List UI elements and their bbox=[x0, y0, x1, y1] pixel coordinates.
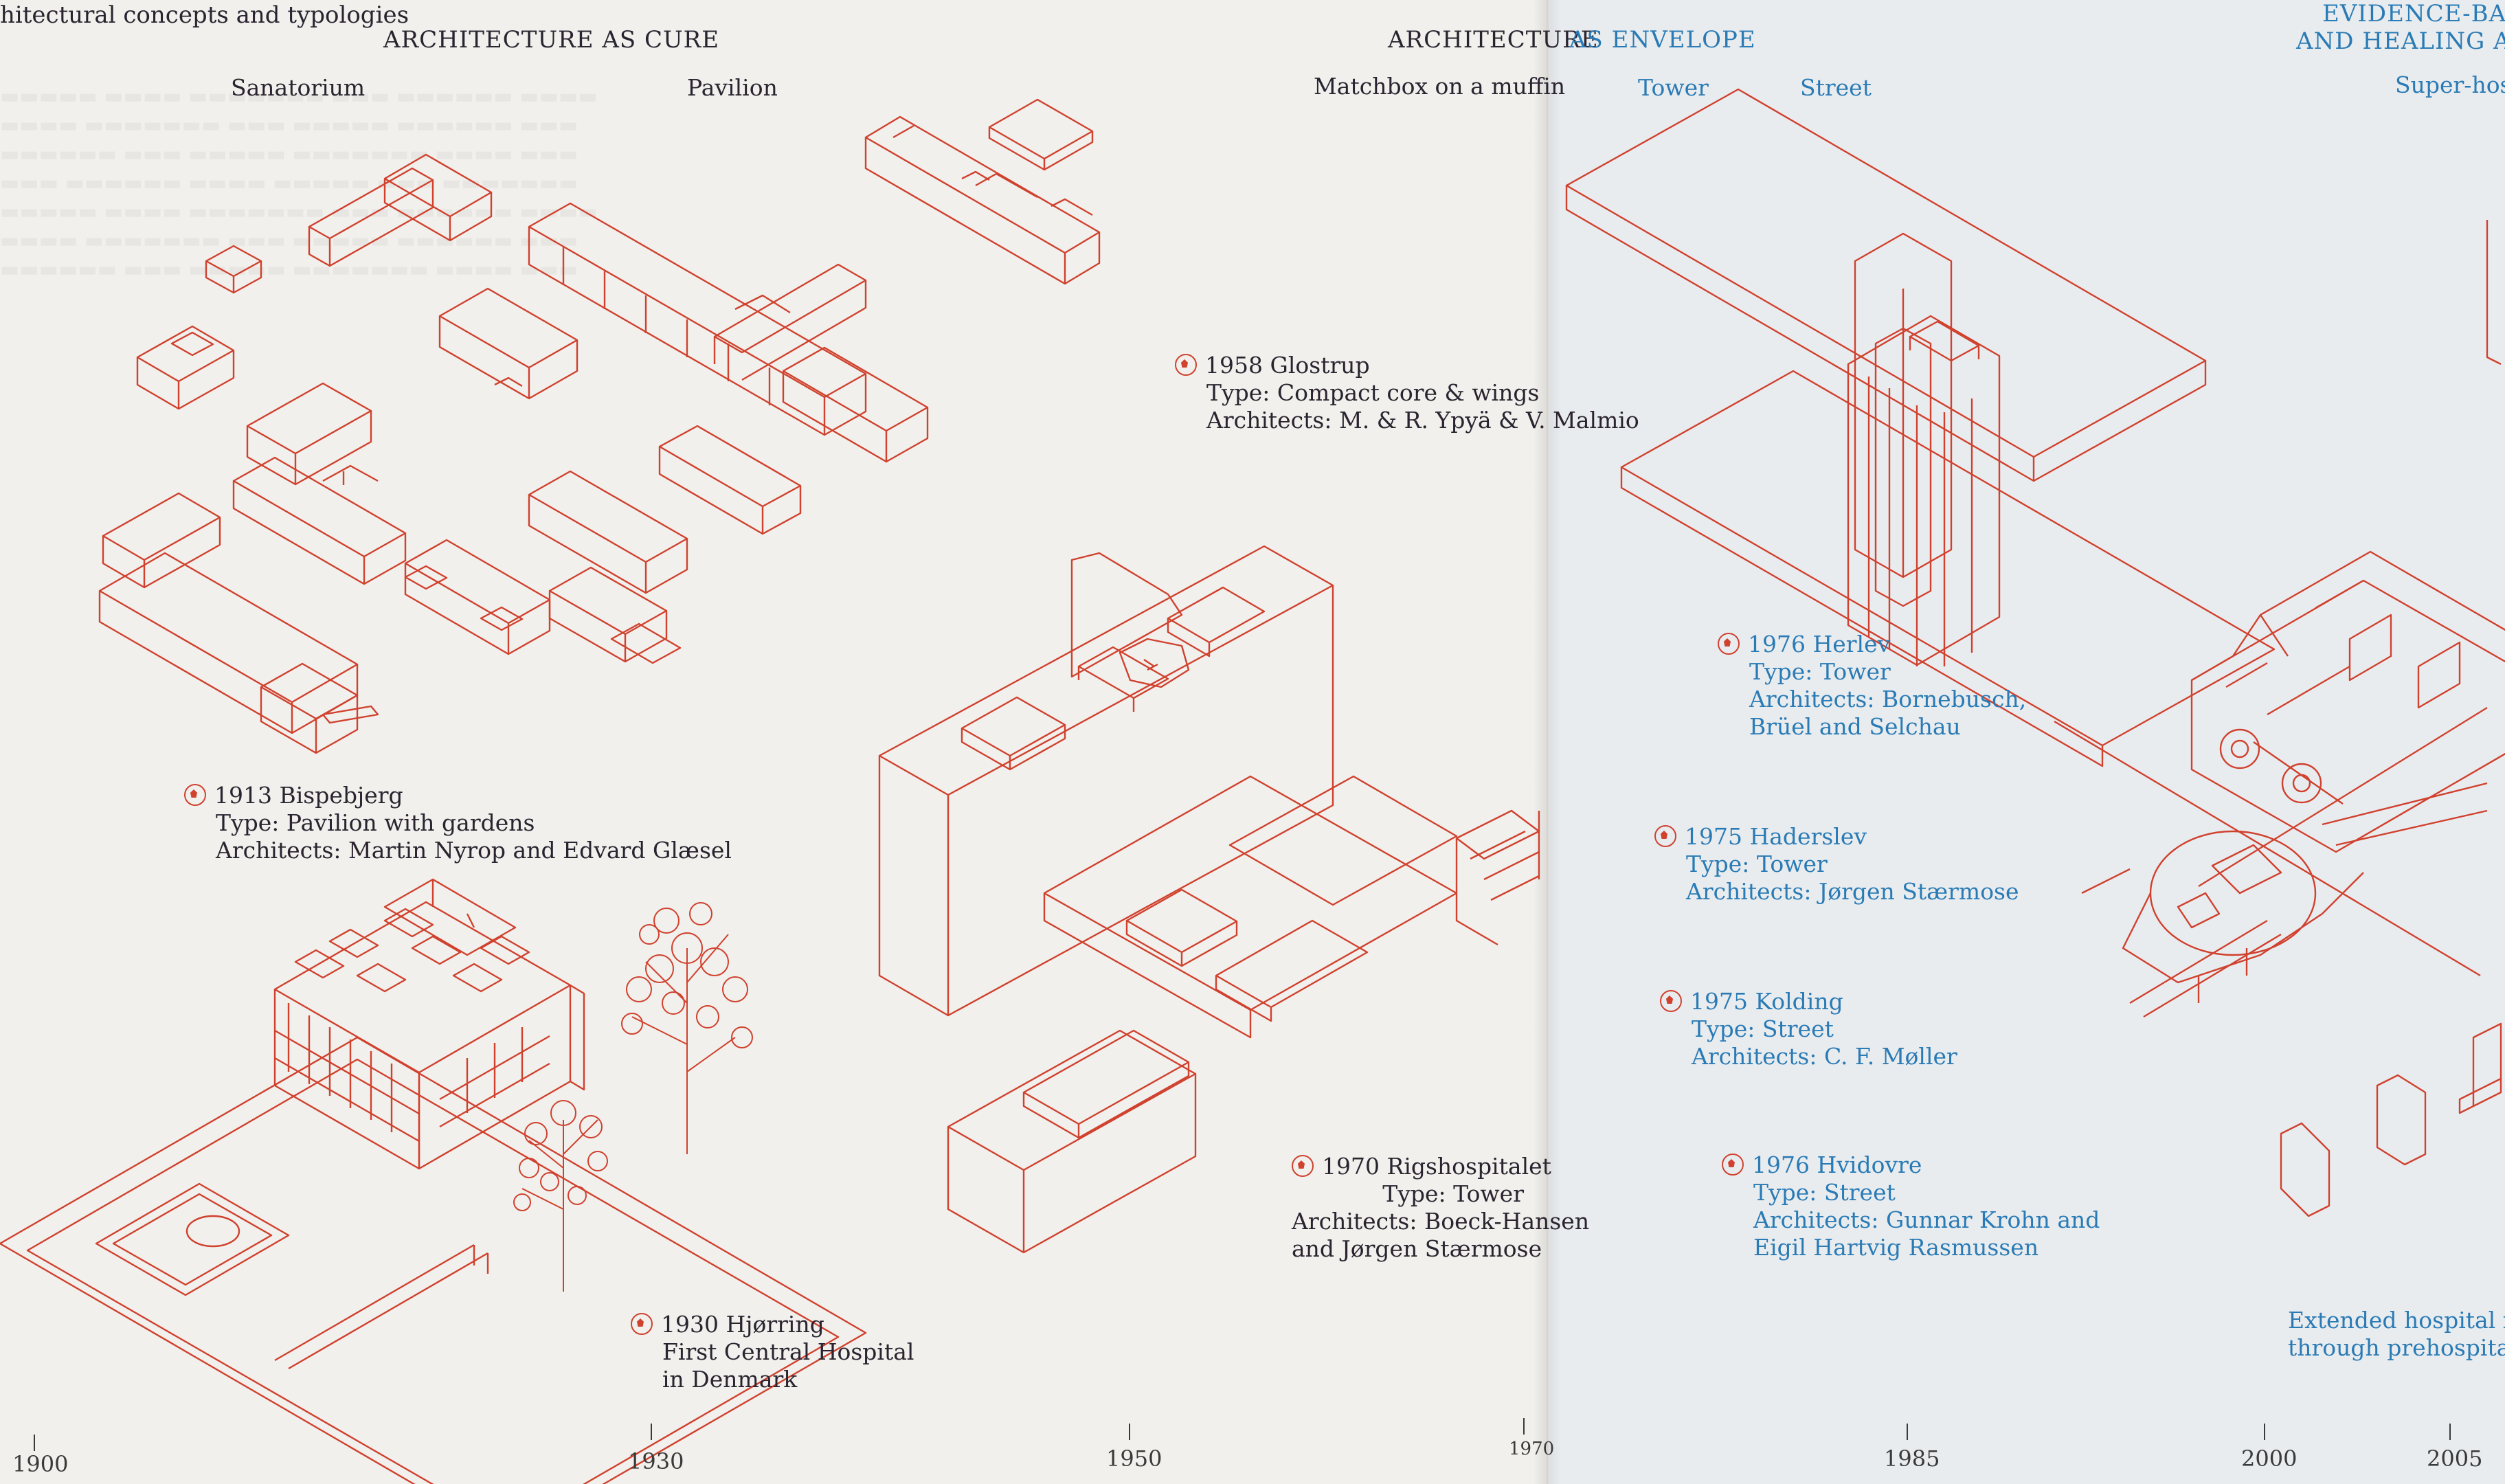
card-architects: Architects: M. & R. Ypyä & V. Malmio bbox=[1206, 407, 1639, 434]
card-title: 1913 Bispebjerg bbox=[214, 782, 403, 809]
show-through-texture-left: ▬▬▬▬▬ ▬▬▬▬ ▬▬▬▬▬▬▬ ▬▬▬ ▬▬▬▬▬▬ ▬▬▬▬ ▬▬▬▬ … bbox=[0, 85, 598, 282]
card-architects: Architects: C. F. Møller bbox=[1692, 1043, 1957, 1070]
timeline-1900: 1900 bbox=[12, 1451, 69, 1477]
hospital-pin-icon bbox=[1722, 1154, 1744, 1176]
section-evidence-heading-2: AND HEALING ARC bbox=[2296, 27, 2505, 55]
card-extended-infrastructure: Extended hospital infr through prehospit… bbox=[2288, 1307, 2505, 1362]
timeline-ticks bbox=[34, 1418, 2451, 1451]
typology-superhosp: Super-hosp bbox=[2395, 71, 2505, 98]
section-evidence-heading-1: EVIDENCE-BASE bbox=[2322, 0, 2505, 27]
card-title: 1976 Hvidovre bbox=[1752, 1151, 1922, 1178]
card-title: 1975 Kolding bbox=[1690, 988, 1843, 1015]
hospital-pin-icon bbox=[184, 784, 206, 806]
glostrup-rigshospitalet-blocks bbox=[878, 545, 1540, 1254]
section-cure-heading: ARCHITECTURE AS CURE bbox=[383, 26, 720, 54]
card-subtitle: First Central Hospital bbox=[662, 1338, 914, 1365]
tower-street-diagram bbox=[1565, 88, 2276, 767]
typology-pavilion: Pavilion bbox=[687, 74, 778, 101]
card-title: 1976 Herlev bbox=[1748, 631, 1891, 657]
card-architects-2: Eigil Hartvig Rasmussen bbox=[1753, 1234, 2039, 1261]
card-type: Type: Street bbox=[1753, 1179, 1896, 1206]
typology-sanatorium: Sanatorium bbox=[231, 74, 366, 101]
typology-tower: Tower bbox=[1638, 74, 1709, 101]
card-haderslev: 1975 Haderslev Type: Tower Architects: J… bbox=[1654, 823, 2019, 906]
hospital-pin-icon bbox=[1660, 990, 1682, 1012]
hospital-pin-icon bbox=[1718, 633, 1740, 655]
card-subtitle-2: in Denmark bbox=[662, 1366, 798, 1393]
card-title: 1975 Haderslev bbox=[1685, 823, 1867, 850]
timeline-2005: 2005 bbox=[2427, 1446, 2483, 1472]
typology-street: Street bbox=[1800, 74, 1872, 101]
card-hvidovre: 1976 Hvidovre Type: Street Architects: G… bbox=[1722, 1151, 2100, 1261]
card-architects-2: and Jørgen Stærmose bbox=[1292, 1235, 1542, 1262]
card-type: Type: Pavilion with gardens bbox=[216, 809, 535, 836]
card-type: Type: Tower bbox=[1749, 658, 1891, 685]
section-envelope-heading-left: ARCHITECTURE bbox=[1388, 26, 1599, 54]
hospital-pin-icon bbox=[631, 1313, 653, 1335]
card-architects-2: Brüel and Selchau bbox=[1749, 713, 1961, 740]
card-text-2: through prehospital se bbox=[2288, 1334, 2505, 1361]
card-title: 1970 Rigshospitalet bbox=[1322, 1153, 1551, 1180]
card-type: Type: Tower bbox=[1382, 1180, 1524, 1207]
card-architects: Architects: Jørgen Stærmose bbox=[1686, 878, 2019, 905]
card-herlev: 1976 Herlev Type: Tower Architects: Born… bbox=[1718, 631, 2026, 741]
trees bbox=[513, 902, 753, 1292]
card-text: Extended hospital infr bbox=[2288, 1307, 2505, 1334]
bispebjerg-pavilion-cluster bbox=[98, 98, 1101, 754]
timeline-1985: 1985 bbox=[1884, 1446, 1940, 1472]
card-architects: Architects: Boeck-Hansen bbox=[1292, 1208, 1590, 1235]
card-bispebjerg: 1913 Bispebjerg Type: Pavilion with gard… bbox=[184, 782, 732, 864]
card-title: 1958 Glostrup bbox=[1205, 352, 1370, 379]
card-title: 1930 Hjørring bbox=[661, 1311, 824, 1338]
hospital-pin-icon bbox=[1175, 354, 1197, 376]
card-type: Type: Tower bbox=[1686, 851, 1828, 877]
hospital-pin-icon bbox=[1292, 1155, 1314, 1177]
card-hjorring: 1930 Hjørring First Central Hospital in … bbox=[631, 1311, 914, 1393]
section-envelope-heading-right: AS ENVELOPE bbox=[1569, 26, 1756, 54]
timeline-2000: 2000 bbox=[2241, 1446, 2298, 1472]
card-architects: Architects: Gunnar Krohn and bbox=[1753, 1206, 2100, 1233]
card-rigshospitalet: 1970 Rigshospitalet Type: Tower Architec… bbox=[1292, 1153, 1590, 1263]
hjorring-building bbox=[0, 878, 867, 1484]
typology-matchbox: Matchbox on a muffin bbox=[1314, 73, 1566, 100]
timeline-1970: 1970 bbox=[1509, 1439, 1555, 1459]
book-gutter bbox=[1534, 0, 1561, 1484]
card-glostrup: 1958 Glostrup Type: Compact core & wings… bbox=[1175, 352, 1639, 434]
hospital-pin-icon bbox=[1654, 825, 1676, 847]
right-page bbox=[1550, 0, 2505, 1484]
timeline-1930: 1930 bbox=[628, 1448, 684, 1474]
card-kolding: 1975 Kolding Type: Street Architects: C.… bbox=[1660, 988, 1957, 1070]
ambulance-helicopter-devices bbox=[2054, 220, 2505, 1217]
card-type: Type: Compact core & wings bbox=[1206, 379, 1540, 406]
card-architects: Architects: Bornebusch, bbox=[1749, 686, 2027, 712]
timeline-1950: 1950 bbox=[1106, 1446, 1162, 1472]
corner-header: hitectural concepts and typologies bbox=[0, 1, 409, 29]
card-architects: Architects: Martin Nyrop and Edvard Glæs… bbox=[216, 837, 732, 864]
card-type: Type: Street bbox=[1692, 1015, 1834, 1042]
